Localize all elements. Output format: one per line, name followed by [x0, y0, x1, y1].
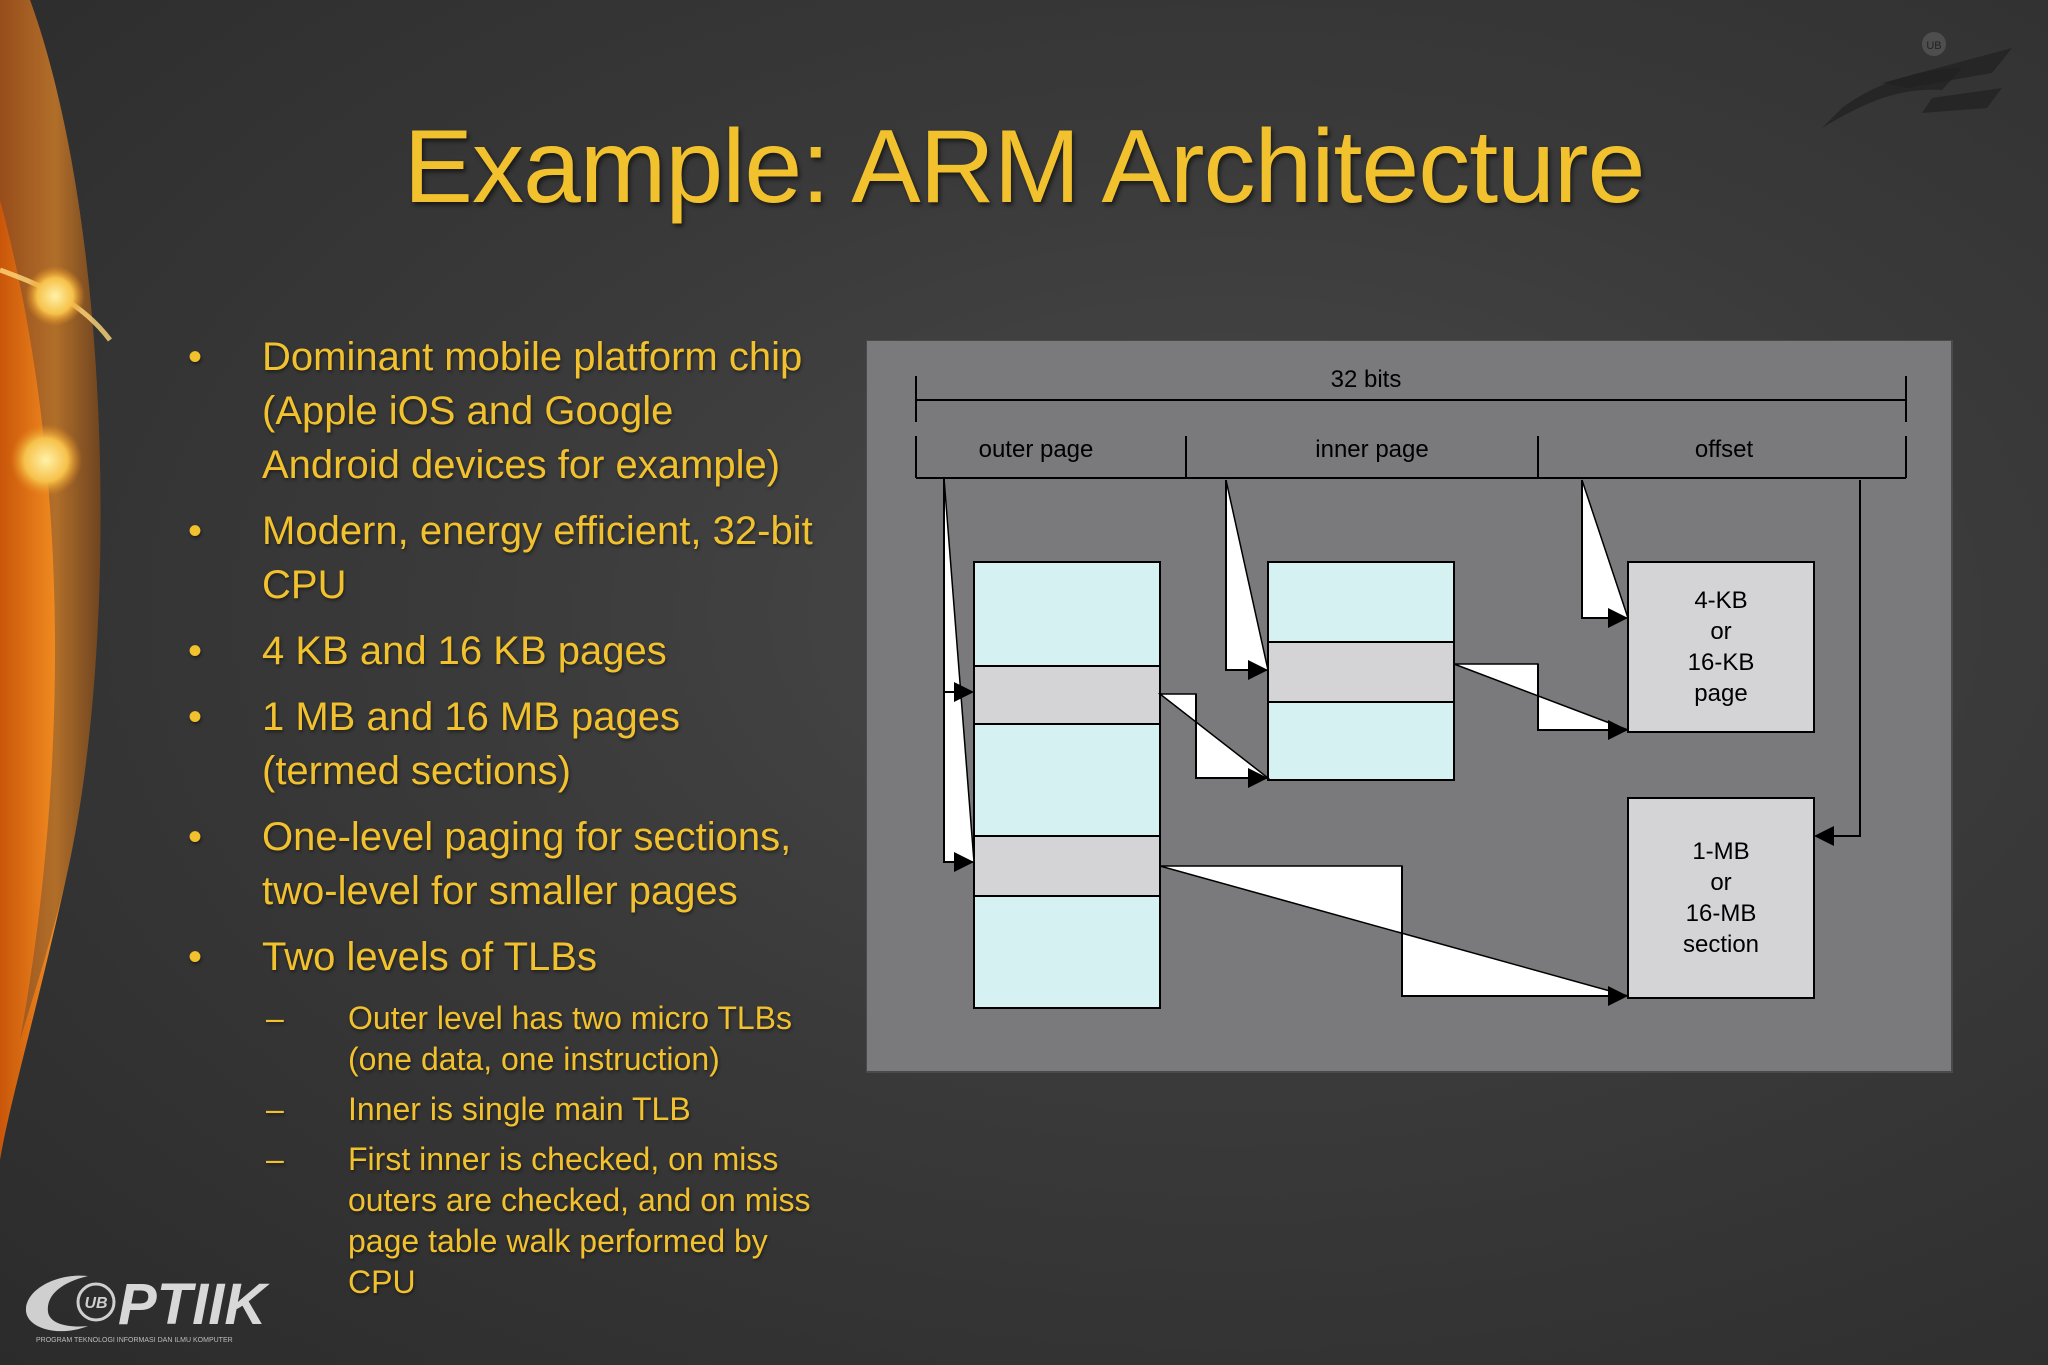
bullet-list: • Dominant mobile platform chip (Apple iO…: [180, 330, 820, 1315]
orange-swoosh-decoration: [0, 0, 112, 1160]
svg-text:1-MB: 1-MB: [1692, 838, 1749, 865]
svg-text:16-MB: 16-MB: [1686, 900, 1757, 927]
field-offset: offset: [1695, 436, 1754, 463]
svg-text:or: or: [1710, 869, 1731, 896]
glow-orb-icon: [10, 424, 82, 496]
field-outer-page: outer page: [979, 436, 1094, 463]
bullet-item: • 4 KB and 16 KB pages: [180, 624, 820, 678]
bullet-item: • Two levels of TLBs – Outer level has two…: [180, 930, 820, 1303]
svg-text:PTIIK: PTIIK: [118, 1272, 270, 1337]
page-4kb-box: 4-KB or 16-KB page: [1627, 561, 1815, 733]
bullet-text: Dominant mobile platform chip (Apple iOS…: [262, 335, 803, 487]
bullet-item: • Dominant mobile platform chip (Apple iO…: [180, 330, 820, 492]
bullet-item: • 1 MB and 16 MB pages (termed sections): [180, 690, 820, 798]
svg-text:4-KB: 4-KB: [1694, 587, 1747, 614]
pointer-arrows: [943, 478, 1861, 1006]
pointer-wedges: [943, 477, 1630, 997]
sub-bullet-text: First inner is checked, on miss outers a…: [348, 1141, 811, 1300]
sub-bullet-list: – Outer level has two micro TLBs (one dat…: [242, 998, 820, 1303]
svg-text:PROGRAM TEKNOLOGI INFORMASI DA: PROGRAM TEKNOLOGI INFORMASI DAN ILMU KOM…: [36, 1337, 233, 1344]
sub-bullet-text: Inner is single main TLB: [348, 1091, 691, 1127]
glow-orb-icon: [25, 266, 85, 326]
sub-bullet-item: – Inner is single main TLB: [242, 1089, 820, 1130]
dash-symbol: –: [266, 1091, 284, 1127]
svg-text:16-KB: 16-KB: [1688, 649, 1755, 676]
arm-paging-diagram: 32 bits outer page inner page offset 4-K…: [866, 340, 1953, 1073]
bullet-text: 1 MB and 16 MB pages (termed sections): [262, 695, 681, 793]
svg-text:page: page: [1694, 680, 1747, 707]
ptiik-logo-icon: UB PTIIK PROGRAM TEKNOLOGI INFORMASI DAN…: [25, 1272, 270, 1344]
dash-symbol: –: [266, 1141, 284, 1177]
svg-text:UB: UB: [1926, 40, 1941, 52]
bullet-item: • Modern, energy efficient, 32-bit CPU: [180, 504, 820, 612]
bullet-text: 4 KB and 16 KB pages: [262, 629, 667, 673]
inner-page-table: [1267, 561, 1455, 781]
sub-bullet-text: Outer level has two micro TLBs (one data…: [348, 1000, 793, 1077]
field-inner-page: inner page: [1315, 436, 1428, 463]
sub-bullet-item: – Outer level has two micro TLBs (one dat…: [242, 998, 820, 1080]
bullet-symbol: •: [188, 815, 203, 859]
bullet-symbol: •: [188, 509, 203, 553]
bullet-text: Modern, energy efficient, 32-bit CPU: [262, 509, 813, 607]
dash-symbol: –: [266, 1000, 284, 1036]
sub-bullet-item: – First inner is checked, on miss outers …: [242, 1139, 820, 1303]
ub-corner-logo-icon: UB: [1822, 32, 2012, 128]
bullet-text: Two levels of TLBs: [262, 935, 597, 979]
bullet-symbol: •: [188, 335, 203, 379]
bullet-symbol: •: [188, 935, 203, 979]
bullet-item: • One-level paging for sections, two-leve…: [180, 810, 820, 918]
bullet-text: One-level paging for sections, two-level…: [262, 815, 792, 913]
width-label: 32 bits: [1331, 366, 1402, 393]
svg-text:section: section: [1683, 931, 1759, 958]
outer-page-table: [973, 561, 1161, 1009]
svg-text:UB: UB: [84, 1295, 107, 1312]
slide-title: Example: ARM Architecture: [403, 109, 1646, 225]
bullet-symbol: •: [188, 695, 203, 739]
svg-text:or: or: [1710, 618, 1731, 645]
bullet-symbol: •: [188, 629, 203, 673]
section-1mb-box: 1-MB or 16-MB section: [1627, 797, 1815, 999]
